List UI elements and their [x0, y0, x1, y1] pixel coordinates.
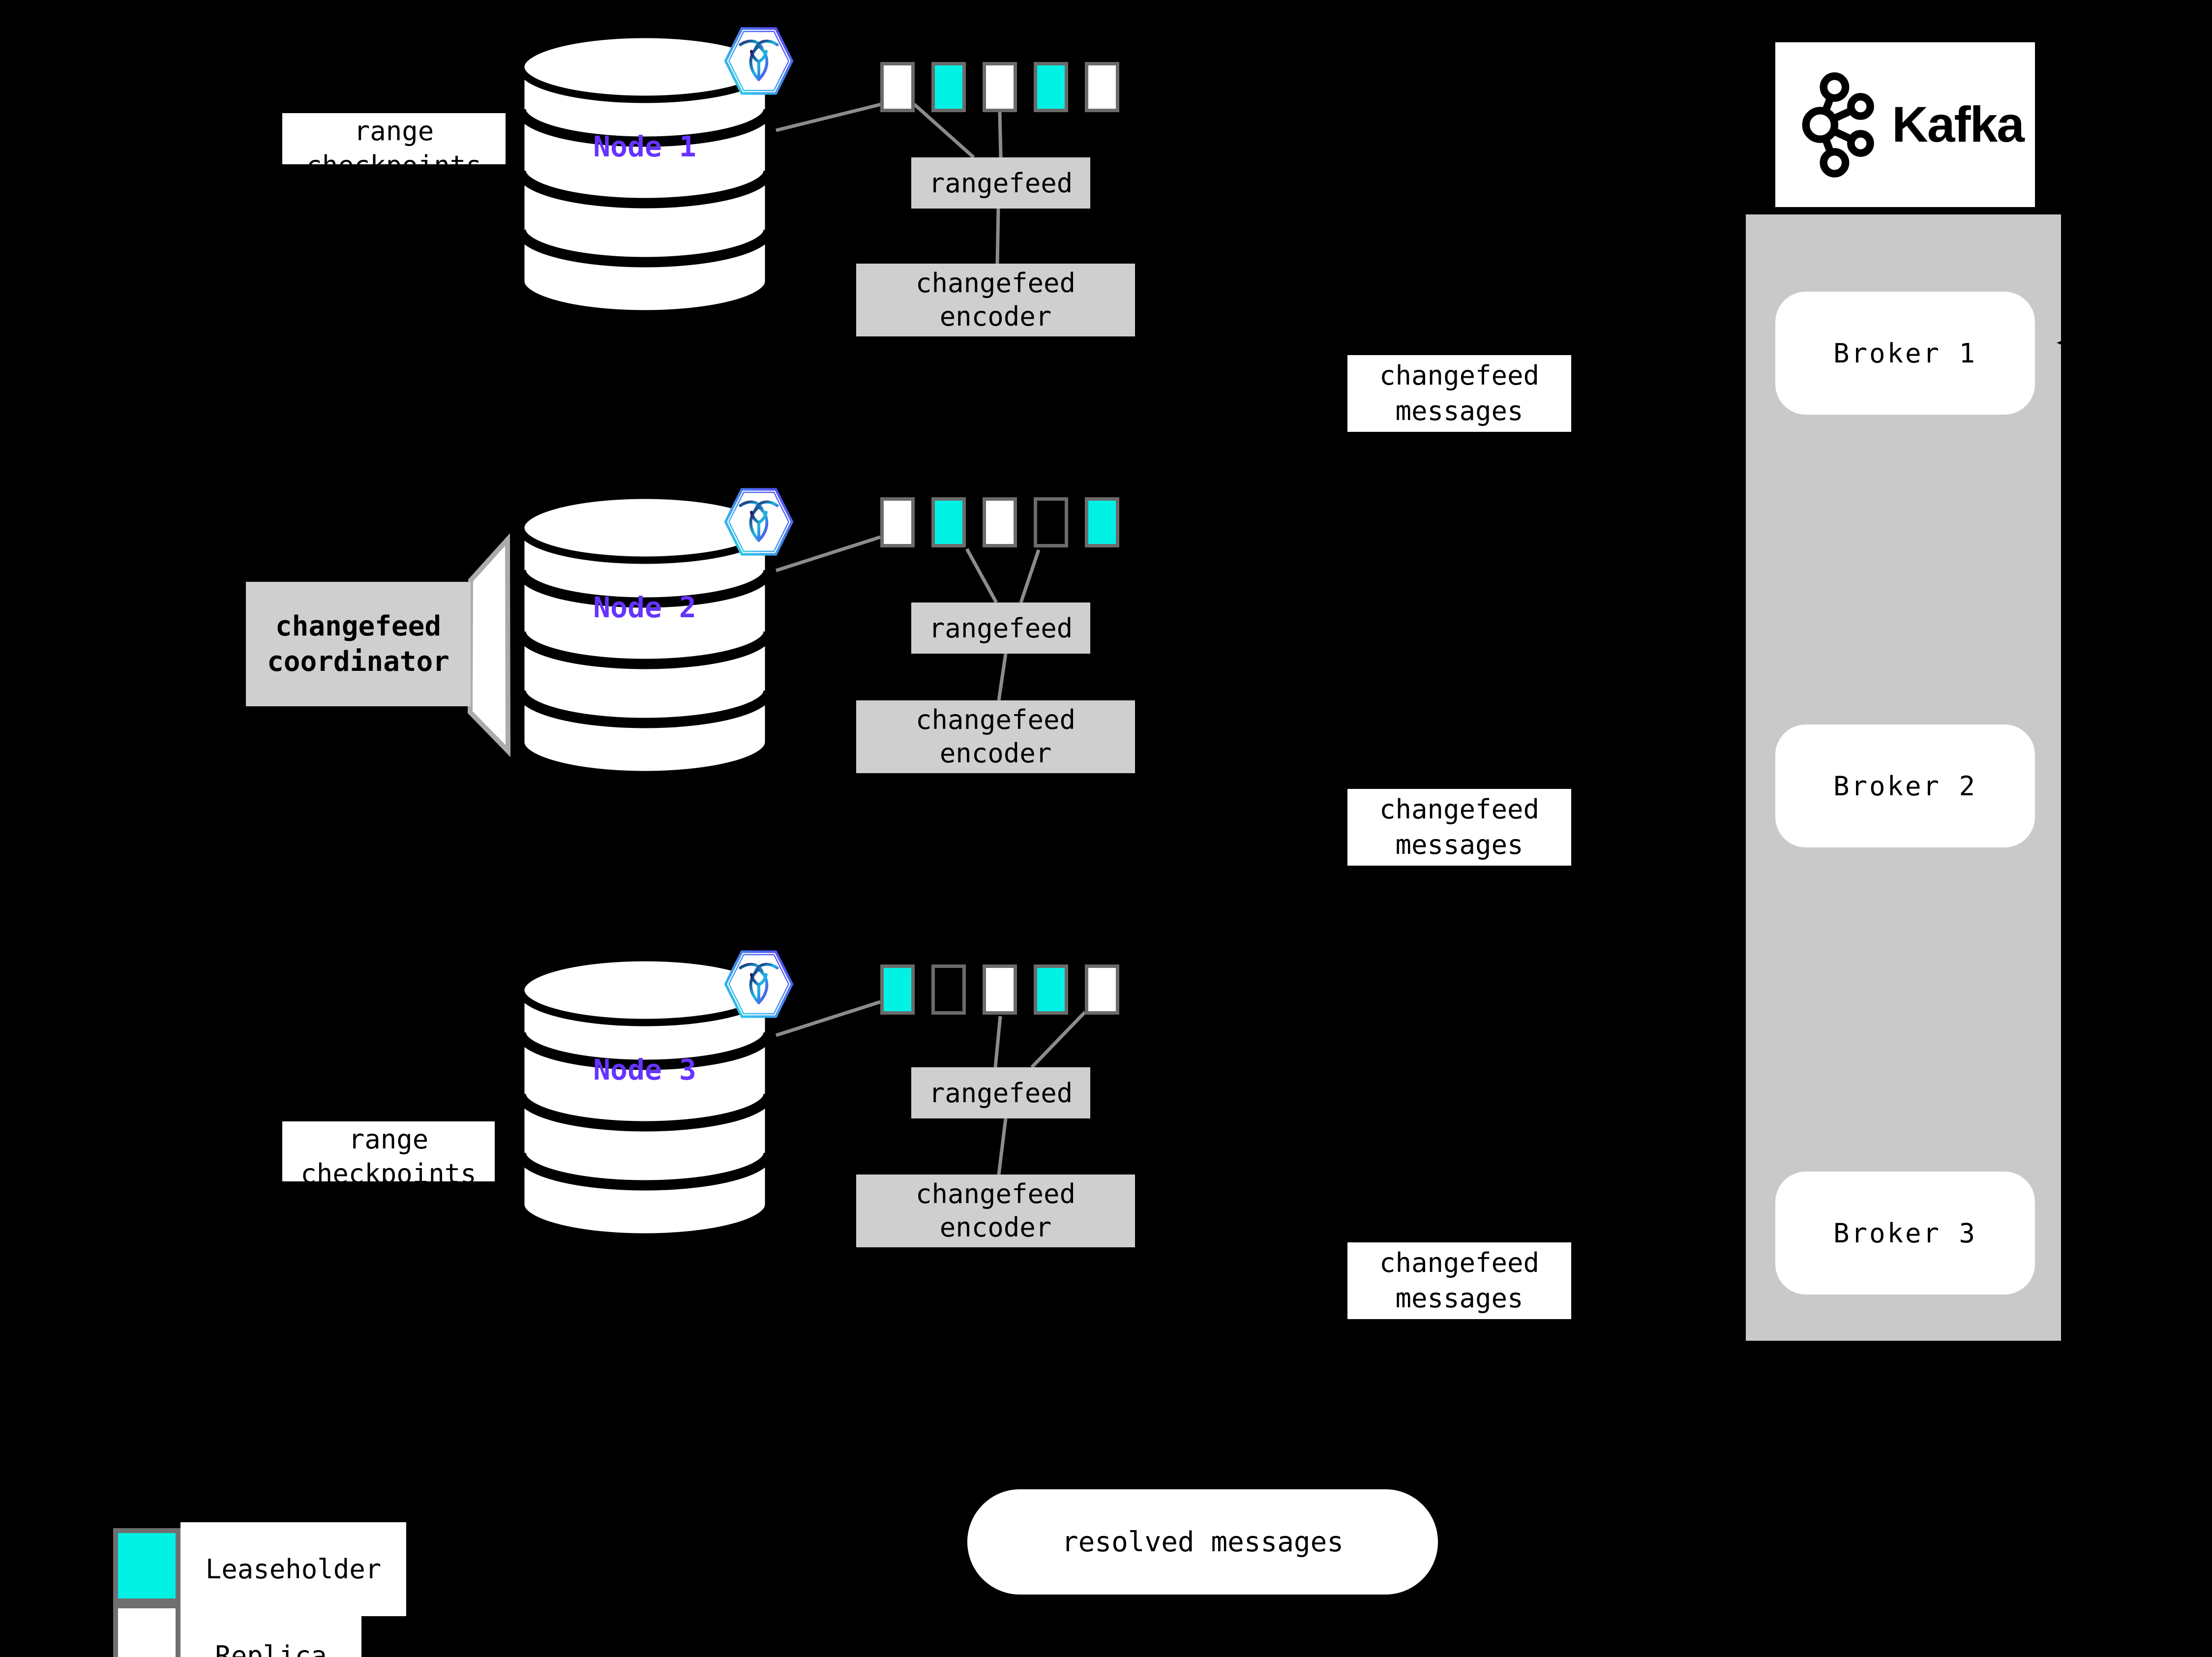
- encoder-line2: encoder: [939, 738, 1052, 769]
- encoder-line1: changefeed: [915, 268, 1076, 299]
- legend-replica-label: Replica: [180, 1616, 361, 1657]
- cockroachdb-hexagon-icon: [724, 27, 794, 95]
- coordinator-flag-shape: [467, 533, 511, 757]
- encoder-line1: changefeed: [915, 704, 1076, 735]
- cockroachdb-hexagon-icon: [724, 488, 794, 556]
- rangefeed-box-node-1: rangefeed: [911, 157, 1090, 209]
- checkpoint-line1: range: [354, 116, 434, 147]
- range-square: [931, 964, 966, 1015]
- range-square: [983, 964, 1017, 1015]
- coordinator-line1: changefeed: [275, 610, 442, 642]
- changefeed-messages-label-3: changefeed messages: [1347, 1242, 1571, 1319]
- node-1-range-squares: [880, 62, 1119, 112]
- legend-replica-swatch: [113, 1603, 180, 1657]
- rangefeed-box-node-3: rangefeed: [911, 1067, 1090, 1118]
- range-square: [1034, 497, 1068, 547]
- node-1-database-cylinder: [515, 30, 774, 318]
- messages-line1: changefeed: [1379, 794, 1540, 825]
- range-square: [1085, 964, 1119, 1015]
- broker-3: Broker 3: [1775, 1172, 2035, 1295]
- range-square: [983, 497, 1017, 547]
- encoder-line2: encoder: [939, 1212, 1052, 1243]
- node-2-database-cylinder: [515, 491, 774, 779]
- checkpoint-line2: checkpoints: [282, 149, 506, 164]
- kafka-title: Kafka: [1892, 96, 2025, 152]
- messages-line2: messages: [1395, 829, 1524, 860]
- messages-line2: messages: [1395, 1283, 1524, 1314]
- changefeed-coordinator-label: changefeed coordinator: [246, 582, 471, 706]
- range-square: [983, 62, 1017, 112]
- range-square: [1085, 497, 1119, 547]
- range-square: [880, 964, 915, 1015]
- range-square: [1034, 62, 1068, 112]
- broker-1: Broker 1: [1775, 292, 2035, 415]
- range-square: [1085, 62, 1119, 112]
- node-3-database-cylinder: [515, 954, 774, 1241]
- kafka-logo-icon: [1802, 72, 1874, 178]
- messages-line1: changefeed: [1379, 1247, 1540, 1278]
- range-square: [880, 497, 915, 547]
- messages-line2: messages: [1395, 395, 1524, 426]
- node-3-range-squares: [880, 964, 1119, 1015]
- cockroachdb-hexagon-icon: [724, 950, 794, 1018]
- encoder-line2: encoder: [939, 301, 1052, 332]
- range-square: [931, 62, 966, 112]
- rangefeed-box-node-2: rangefeed: [911, 603, 1090, 654]
- legend-leaseholder-label: Leaseholder: [180, 1522, 406, 1616]
- legend-leaseholder-swatch: [113, 1528, 180, 1603]
- changefeed-encoder-box-node-2: changefeed encoder: [856, 700, 1135, 773]
- coordinator-line2: coordinator: [267, 645, 449, 678]
- resolved-messages-pill: resolved messages: [967, 1489, 1438, 1595]
- node-3-label: Node 3: [593, 1053, 696, 1086]
- node-2-range-squares: [880, 497, 1119, 547]
- encoder-line1: changefeed: [915, 1178, 1076, 1209]
- checkpoint-line2: checkpoints: [300, 1158, 477, 1181]
- node-2-label: Node 2: [593, 591, 696, 624]
- changefeed-messages-label-2: changefeed messages: [1347, 789, 1571, 866]
- changefeed-encoder-box-node-1: changefeed encoder: [856, 264, 1135, 336]
- broker-2: Broker 2: [1775, 724, 2035, 847]
- changefeed-messages-label-1: changefeed messages: [1347, 355, 1571, 432]
- kafka-inbound-arrowhead-icon: [2057, 330, 2088, 356]
- range-checkpoints-label-node-3: range checkpoints: [282, 1121, 495, 1181]
- kafka-header: Kafka: [1775, 42, 2035, 207]
- range-square: [1034, 964, 1068, 1015]
- messages-line1: changefeed: [1379, 360, 1540, 391]
- range-square: [931, 497, 966, 547]
- changefeed-encoder-box-node-3: changefeed encoder: [856, 1175, 1135, 1247]
- checkpoint-line1: range: [348, 1124, 429, 1155]
- range-square: [880, 62, 915, 112]
- node-1-label: Node 1: [593, 130, 696, 163]
- range-checkpoints-label-node-1: range checkpoints: [282, 113, 506, 164]
